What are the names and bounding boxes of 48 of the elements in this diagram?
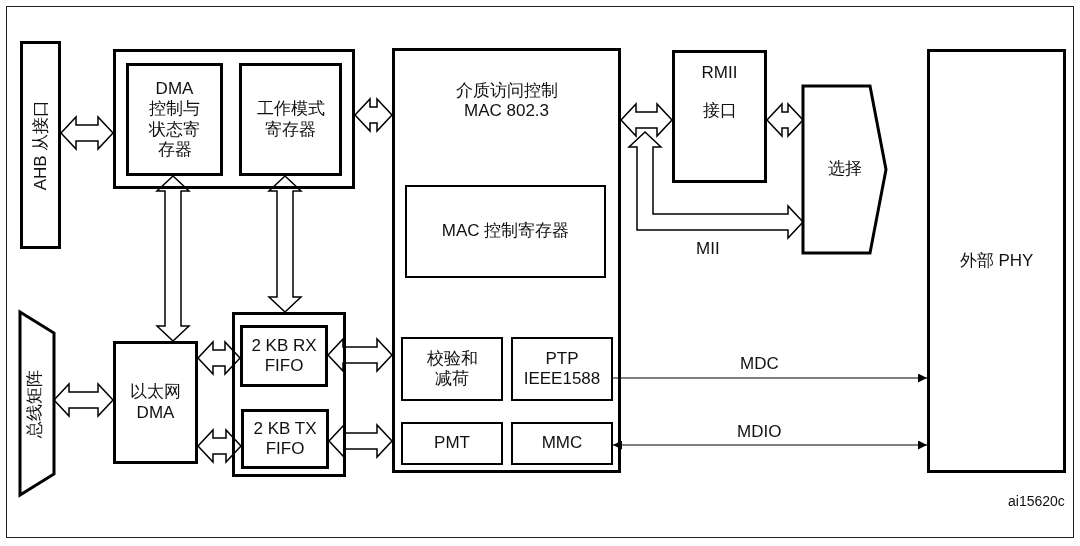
- double-arrow: [196, 428, 243, 464]
- bus-matrix-shape: [20, 312, 54, 495]
- block-label: 以太网 DMA: [129, 382, 182, 423]
- double-arrow: [267, 174, 303, 314]
- block-box: [113, 341, 198, 464]
- block-box: [240, 325, 328, 387]
- double-arrow: [326, 337, 394, 373]
- block-label: RMII: [701, 63, 738, 84]
- double-arrow: [353, 97, 394, 133]
- block-box: [511, 337, 613, 401]
- enclosing-box: [232, 312, 346, 477]
- interface-box: [672, 50, 767, 183]
- block-label: PMT: [434, 433, 470, 454]
- block-label: 选择: [828, 159, 862, 180]
- block-box: [401, 337, 503, 401]
- block-label: PTP IEEE1588: [522, 348, 602, 390]
- double-arrow: [155, 174, 191, 343]
- double-arrow: [619, 102, 674, 138]
- double-arrow: [765, 102, 805, 138]
- double-arrow: [196, 340, 242, 376]
- block-label: MMC: [541, 433, 583, 454]
- double-arrow: [327, 423, 394, 459]
- block-label: DMA 控制与状态寄存器: [148, 78, 201, 161]
- block-label: 2 KB TX FIFO: [252, 418, 318, 460]
- block-box: [511, 422, 613, 465]
- selector-shape: [803, 86, 887, 253]
- block-box: [241, 409, 329, 469]
- block-box: [401, 422, 503, 465]
- block-label: 接口: [702, 101, 737, 122]
- block-label: 外部 PHY: [959, 250, 1034, 272]
- block-box: [239, 63, 342, 176]
- block-label: MAC 控制寄存器: [441, 221, 570, 242]
- phy-block: [927, 49, 1066, 473]
- block-label: 工作模式寄存器: [255, 99, 326, 140]
- signal-arrow: [612, 440, 928, 450]
- block-label: 总线矩阵: [25, 369, 46, 438]
- block-box: [405, 185, 606, 278]
- block-label: 2 KB RX FIFO: [250, 335, 318, 377]
- enclosing-box: [113, 49, 355, 189]
- block-label: 介质访问控制 MAC 802.3: [454, 81, 559, 122]
- double-arrow: [59, 115, 115, 151]
- mac-block: [392, 48, 621, 473]
- signal-arrow: [612, 373, 928, 383]
- interface-box: [20, 41, 61, 249]
- block-box: [126, 63, 223, 176]
- block-label: AHB 从接口: [30, 99, 51, 191]
- block-label: 校验和减荷: [425, 348, 479, 390]
- double-arrow: [627, 130, 805, 240]
